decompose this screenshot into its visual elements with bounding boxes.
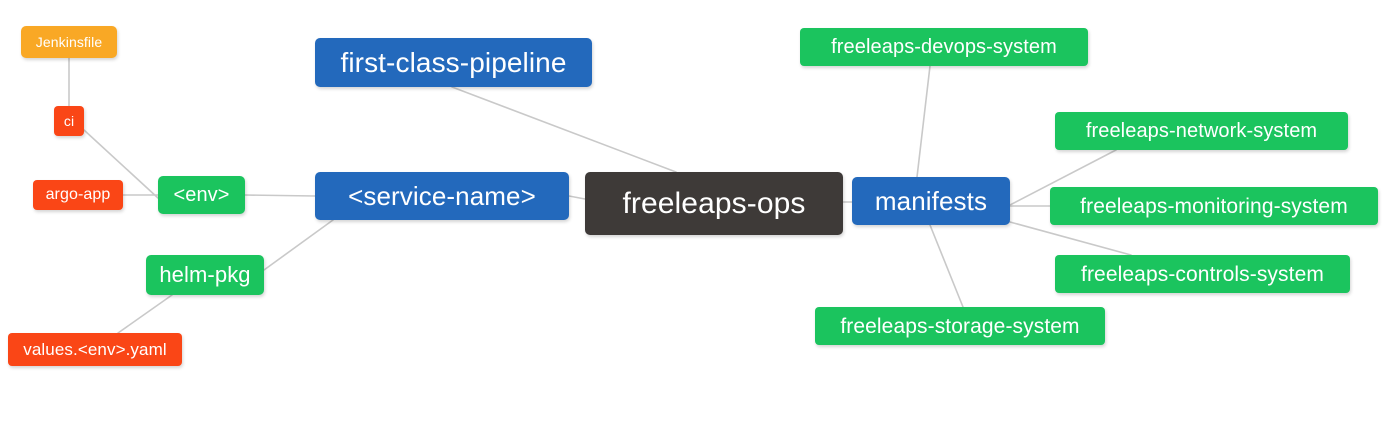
node-label-freeleaps-controls-system: freeleaps-controls-system [1081,262,1324,286]
node-values-env-yaml[interactable]: values.<env>.yaml [8,333,182,366]
node-label-manifests: manifests [874,186,988,216]
node-label-jenkinsfile: Jenkinsfile [35,34,103,50]
node-freeleaps-controls-system[interactable]: freeleaps-controls-system [1055,255,1350,293]
node-label-service-name: <service-name> [348,181,536,211]
node-manifests[interactable]: manifests [852,177,1010,225]
node-label-values-env-yaml: values.<env>.yaml [23,340,167,359]
node-label-freeleaps-devops-system: freeleaps-devops-system [831,36,1057,58]
node-label-freeleaps-ops: freeleaps-ops [622,186,806,220]
node-freeleaps-network-system[interactable]: freeleaps-network-system [1055,112,1348,150]
node-env[interactable]: <env> [158,176,245,214]
node-ci[interactable]: ci [54,106,84,136]
node-freeleaps-ops[interactable]: freeleaps-ops [585,172,843,235]
node-jenkinsfile[interactable]: Jenkinsfile [21,26,117,58]
node-service-name[interactable]: <service-name> [315,172,569,220]
node-label-freeleaps-storage-system: freeleaps-storage-system [840,314,1080,338]
node-helm-pkg[interactable]: helm-pkg [146,255,264,295]
node-label-ci: ci [63,113,75,129]
node-freeleaps-devops-system[interactable]: freeleaps-devops-system [800,28,1088,66]
node-label-first-class-pipeline: first-class-pipeline [340,46,567,78]
node-label-env: <env> [173,184,230,206]
node-label-argo-app: argo-app [45,186,111,203]
node-label-freeleaps-monitoring-system: freeleaps-monitoring-system [1080,194,1348,218]
node-first-class-pipeline[interactable]: first-class-pipeline [315,38,592,87]
node-label-helm-pkg: helm-pkg [159,262,251,287]
node-freeleaps-storage-system[interactable]: freeleaps-storage-system [815,307,1105,345]
node-argo-app[interactable]: argo-app [33,180,123,210]
node-freeleaps-monitoring-system[interactable]: freeleaps-monitoring-system [1050,187,1378,225]
node-label-freeleaps-network-system: freeleaps-network-system [1085,120,1318,142]
